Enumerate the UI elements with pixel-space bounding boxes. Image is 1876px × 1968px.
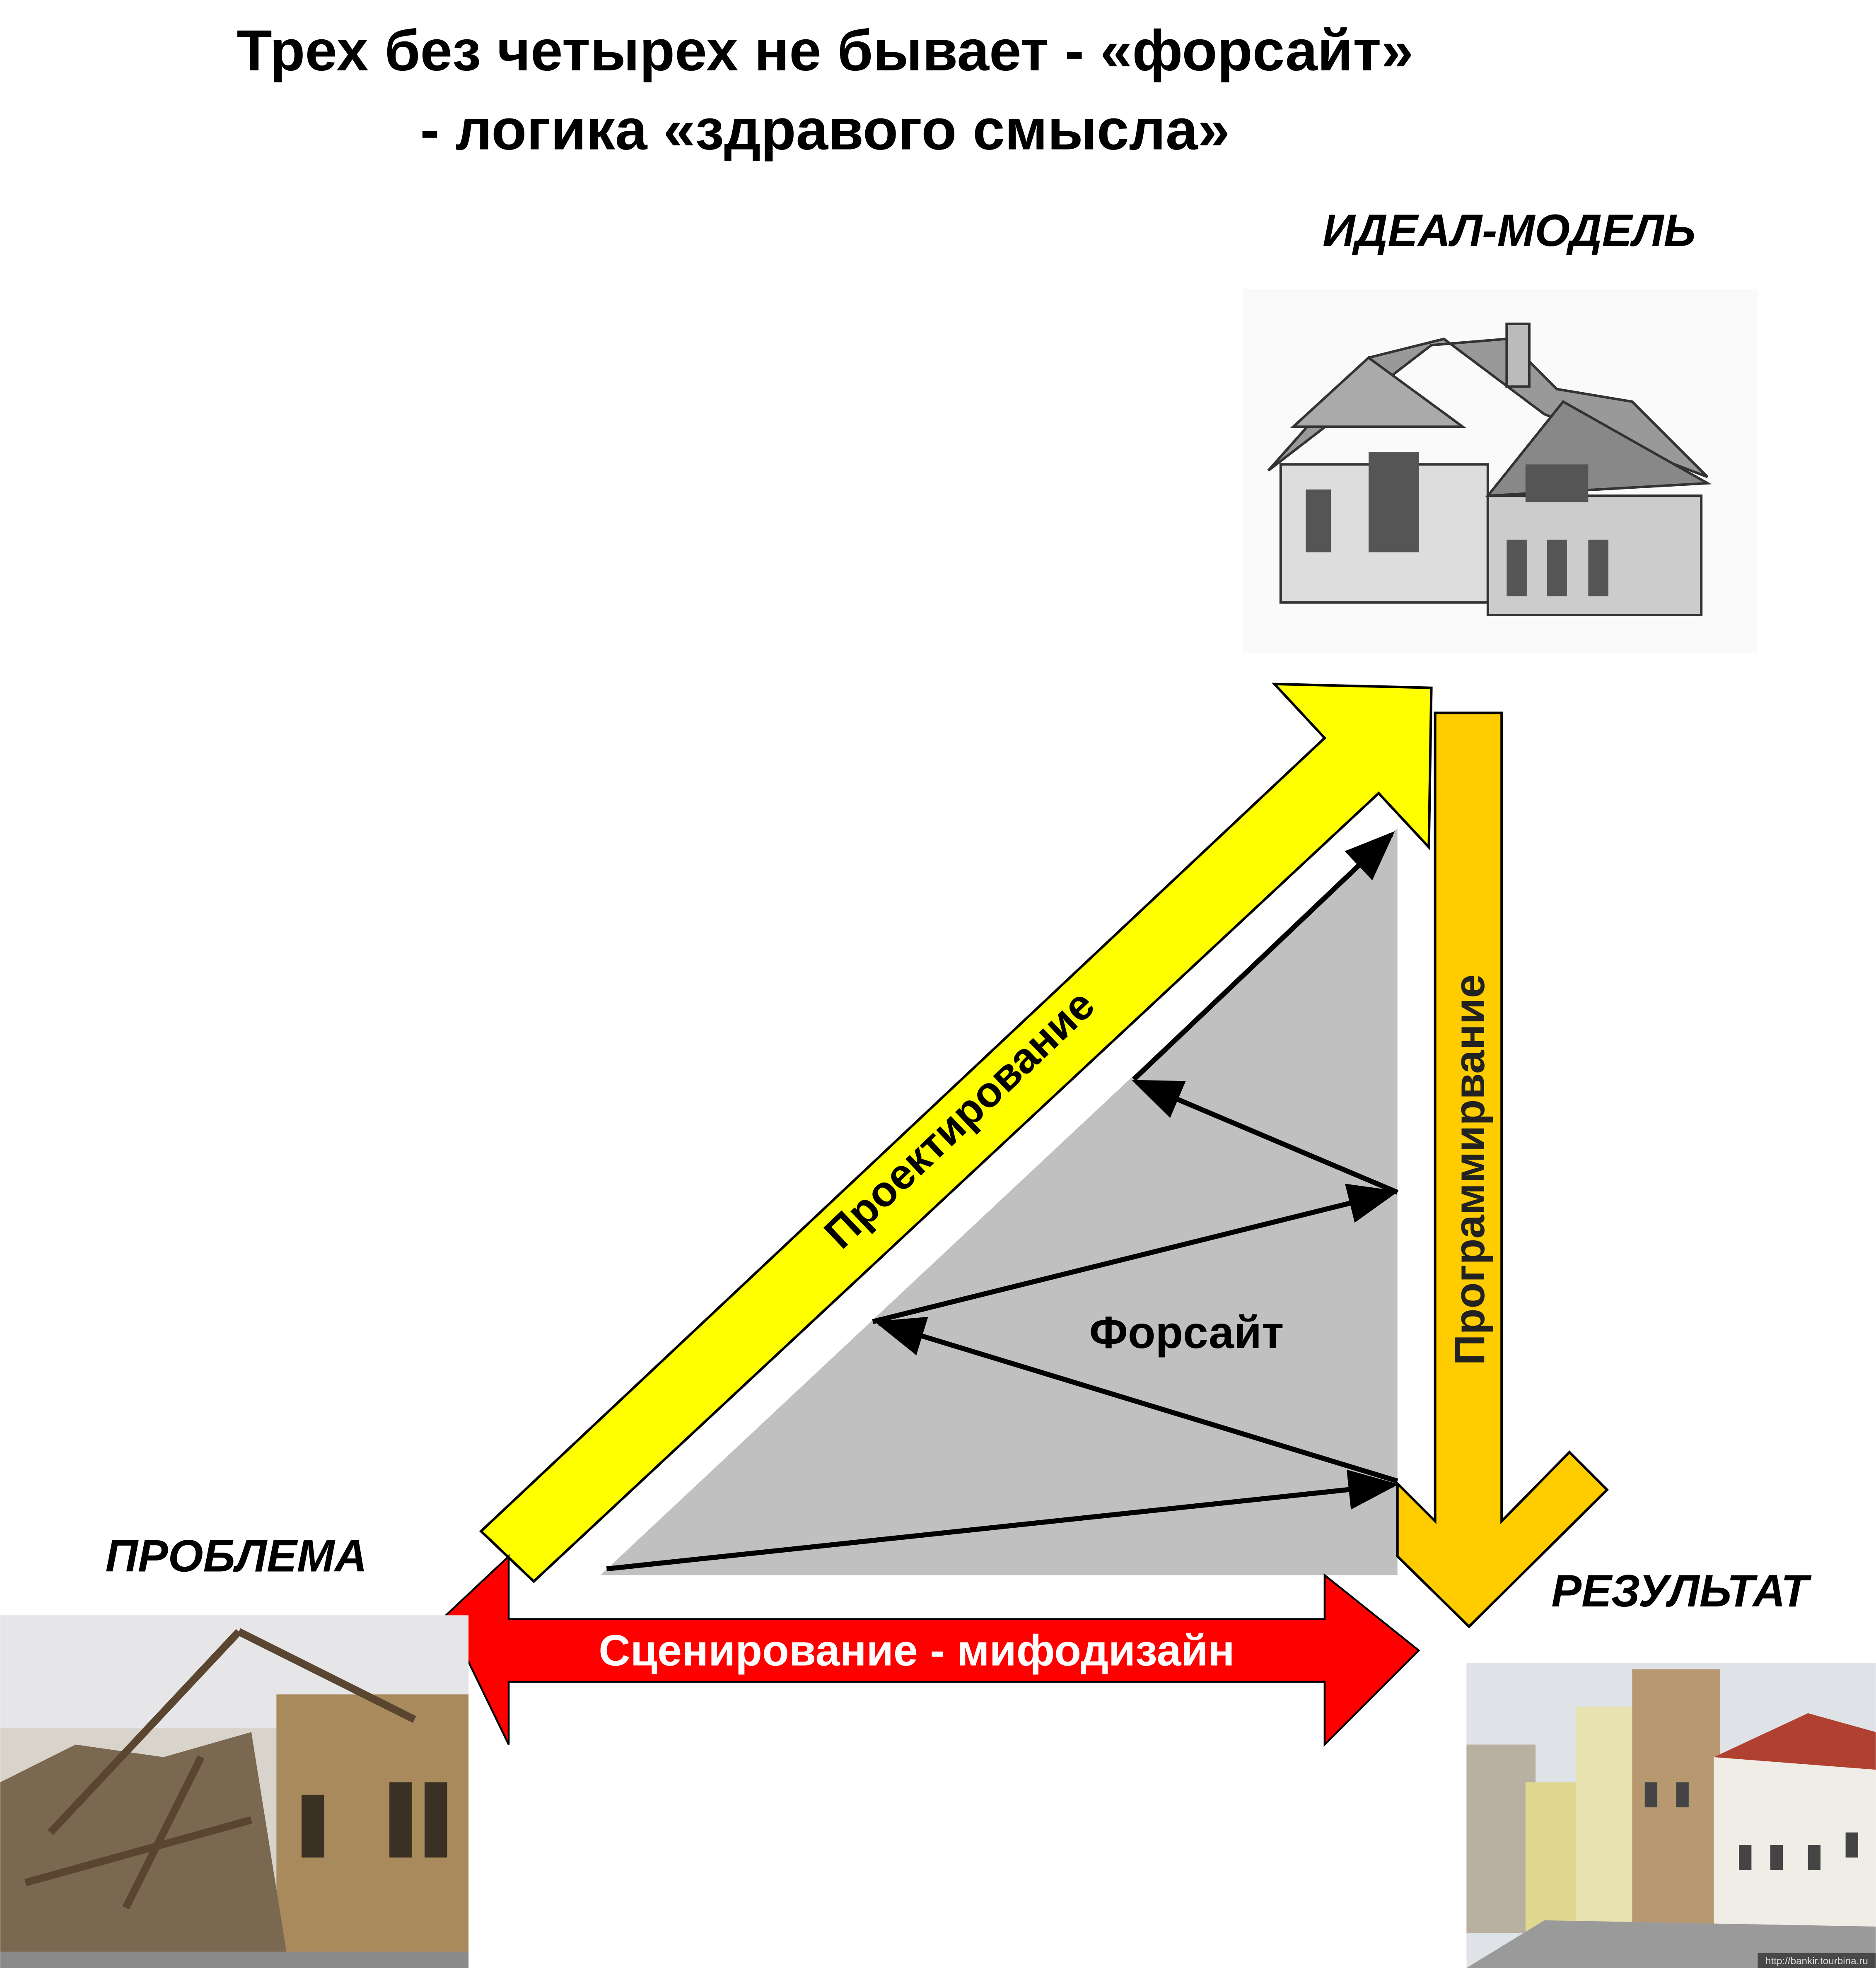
foresight-iteration-arrows bbox=[606, 831, 1399, 1572]
photo-watermark: http://bankir.tourbina.ru bbox=[1765, 1956, 1868, 1967]
iteration-arrow-5 bbox=[1132, 831, 1395, 1081]
foresight-label: Форсайт bbox=[1089, 1307, 1284, 1358]
iteration-arrow-1 bbox=[606, 1469, 1399, 1572]
result-label: РЕЗУЛЬТАТ bbox=[1551, 1566, 1812, 1616]
problem-photo bbox=[0, 1615, 469, 1968]
iteration-arrow-3 bbox=[872, 1184, 1399, 1324]
ideal-house-image bbox=[1243, 289, 1758, 653]
scenario-arrow-label: Сценирование - мифодизайн bbox=[599, 1626, 1234, 1675]
result-photo: http://bankir.tourbina.ru bbox=[1466, 1663, 1876, 1968]
programming-arrow-label: Программирвание bbox=[1446, 974, 1493, 1365]
design-arrow bbox=[479, 683, 1433, 1583]
problem-label: ПРОБЛЕМА bbox=[105, 1531, 367, 1581]
ideal-model-label: ИДЕАЛ-МОДЕЛЬ bbox=[1323, 205, 1696, 256]
iteration-arrow-4 bbox=[1132, 1079, 1399, 1195]
title-line-2: - логика «здравого смысла» bbox=[420, 97, 1230, 162]
iteration-arrow-2 bbox=[874, 1317, 1398, 1483]
programming-arrow bbox=[1396, 711, 1609, 1628]
title-line-1: Трех без четырех не бывает - «форсайт» bbox=[237, 18, 1413, 83]
scenario-arrow bbox=[444, 1554, 1420, 1747]
